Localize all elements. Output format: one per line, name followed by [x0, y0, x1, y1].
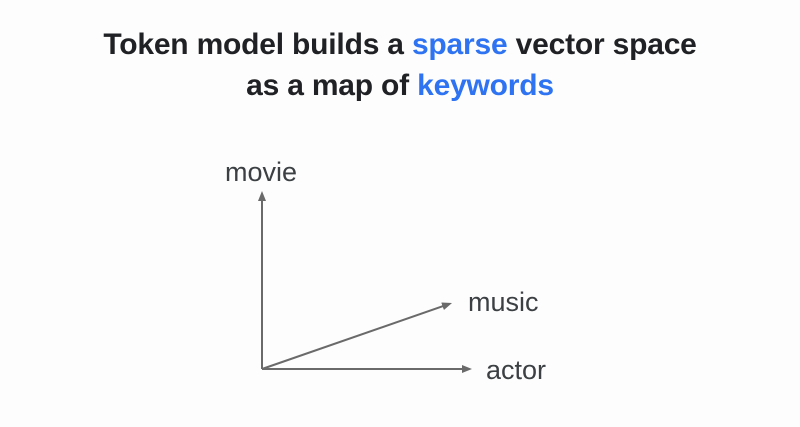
title-line1-text-pre: Token model builds a	[103, 28, 412, 61]
title-line1-highlight: sparse	[411, 28, 508, 61]
title-line-2: as a map of keywords	[0, 65, 800, 106]
axis-label-music: music	[468, 287, 539, 317]
title-line-1: Token model builds a sparse vector space	[0, 24, 800, 65]
title-line2-text-pre: as a map of	[246, 69, 418, 102]
slide-title: Token model builds a sparse vector space…	[0, 24, 800, 106]
vector-music	[261, 302, 452, 370]
axis-label-actor: actor	[486, 355, 546, 385]
axis-label-movie: movie	[225, 157, 297, 187]
title-line2-highlight: keywords	[417, 69, 554, 102]
title-line1-text-post: vector space	[507, 28, 697, 61]
